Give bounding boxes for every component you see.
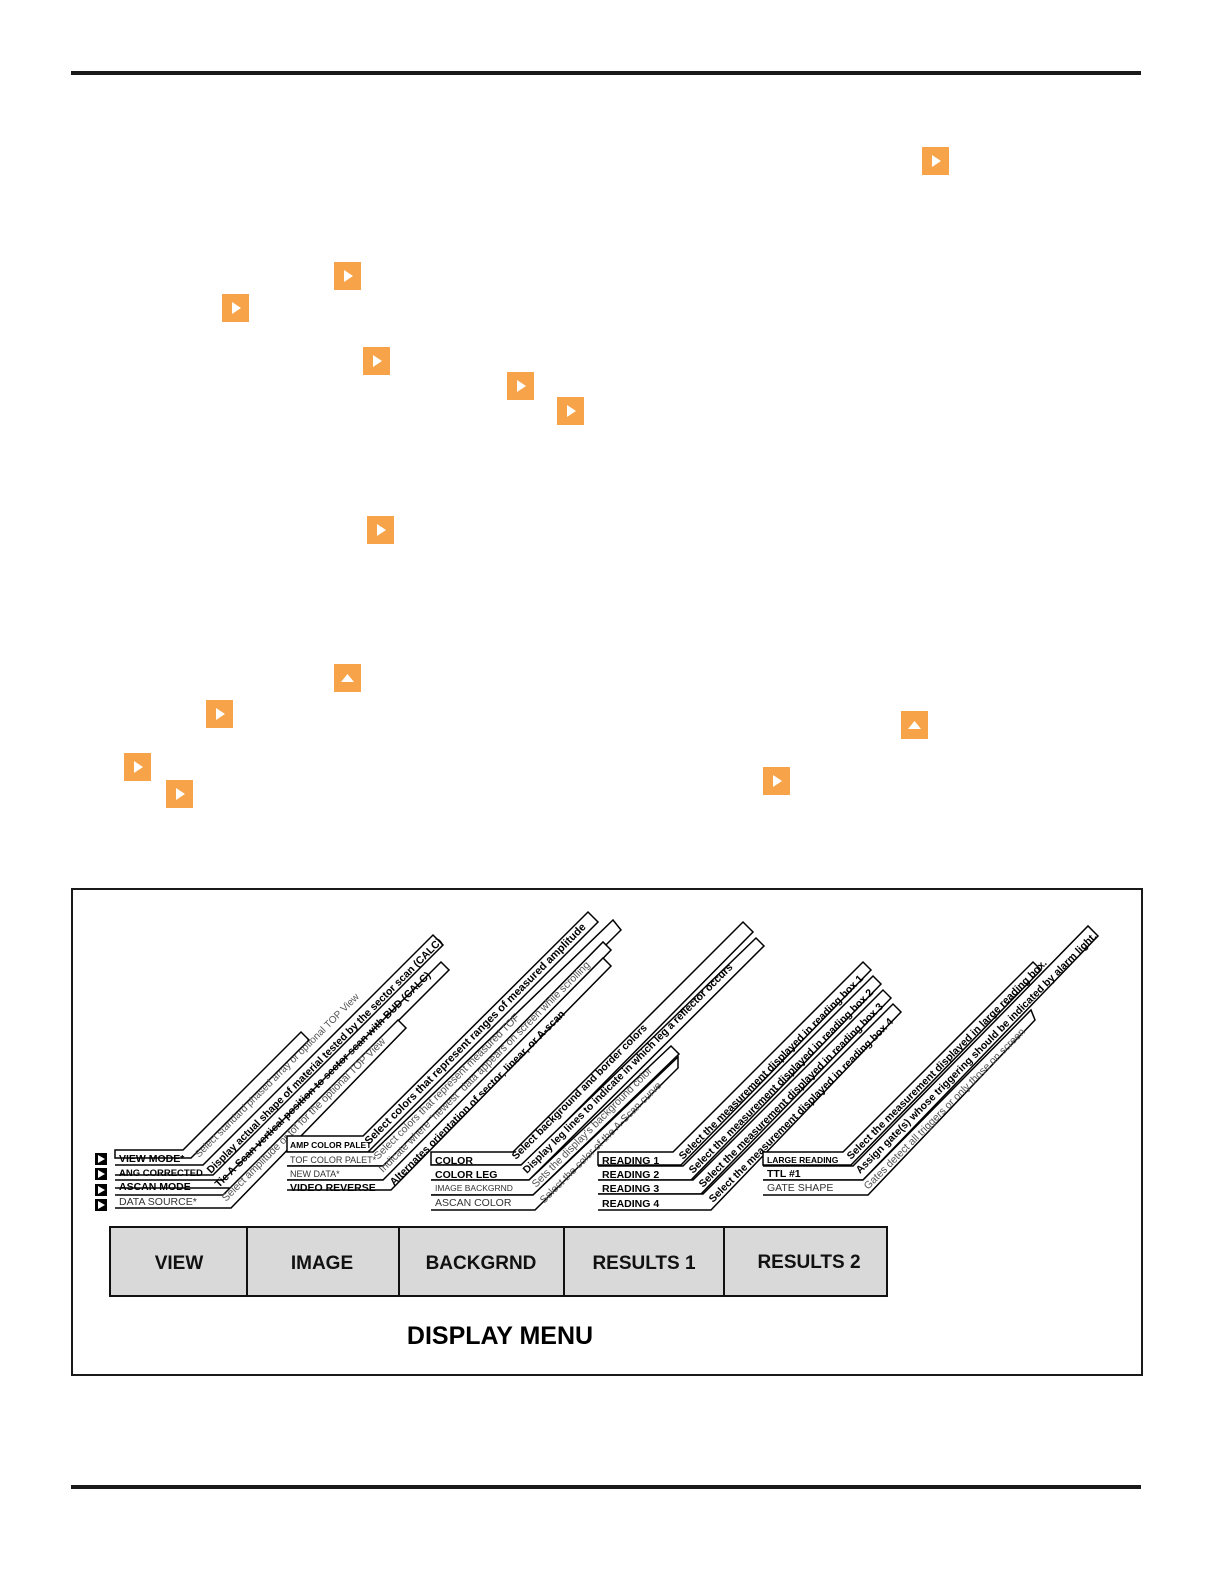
group-1-item-3: ASCAN MODE (119, 1181, 191, 1193)
display-menu-diagram: VIEW MODE* ANG CORRECTED ASCAN MODE DATA… (95, 910, 1100, 1350)
menu-tab-strip (109, 1226, 888, 1297)
play-right-icon (334, 262, 361, 290)
play-right-icon (95, 1168, 107, 1180)
figure-caption: DISPLAY MENU (407, 1322, 593, 1350)
play-right-icon (124, 753, 151, 781)
image-group (286, 910, 623, 1191)
results-2-group (762, 924, 1100, 1196)
group-3-item-4: ASCAN COLOR (435, 1197, 512, 1209)
group-1-item-4: DATA SOURCE* (119, 1196, 197, 1208)
play-right-icon (95, 1153, 107, 1165)
play-right-icon (95, 1184, 107, 1196)
tab-results-2[interactable]: RESULTS 2 (757, 1252, 860, 1273)
tab-image[interactable]: IMAGE (291, 1253, 353, 1274)
group-4-item-4: READING 4 (602, 1198, 659, 1210)
arrow-up-icon (901, 711, 928, 739)
play-right-icon (222, 294, 249, 322)
group-4-item-2: READING 2 (602, 1169, 659, 1181)
group-4-item-3: READING 3 (602, 1183, 659, 1195)
selector-icons (95, 1153, 107, 1211)
group-1-item-2: ANG CORRECTED (119, 1168, 203, 1179)
play-right-icon (363, 347, 390, 375)
group-3-item-3: IMAGE BACKGRND (435, 1183, 513, 1193)
play-right-icon (507, 372, 534, 400)
play-right-icon (206, 700, 233, 728)
group-4-item-1: READING 1 (602, 1155, 659, 1167)
group-5-item-2: TTL #1 (767, 1168, 801, 1180)
group-2-item-2: TOF COLOR PALET* (290, 1155, 377, 1165)
results-1-group (597, 960, 903, 1211)
group-5-item-3: GATE SHAPE (767, 1182, 833, 1194)
bottom-rule (71, 1485, 1141, 1489)
top-rule (71, 71, 1141, 75)
display-menu-figure: VIEW MODE* ANG CORRECTED ASCAN MODE DATA… (71, 888, 1143, 1376)
tab-backgrnd[interactable]: BACKGRND (426, 1253, 537, 1274)
arrow-up-icon (334, 664, 361, 692)
group-3-item-2: COLOR LEG (435, 1169, 497, 1181)
group-5-desc-2: Assign gate(s) whose triggering should b… (854, 930, 1100, 1176)
play-right-icon (367, 516, 394, 544)
play-right-icon (922, 147, 949, 175)
tab-view[interactable]: VIEW (155, 1253, 204, 1274)
play-right-icon (166, 780, 193, 808)
play-right-icon (763, 767, 790, 795)
play-right-icon (557, 397, 584, 425)
group-5-item-1: LARGE READING (767, 1155, 839, 1165)
view-group (114, 933, 451, 1209)
group-2-item-1: AMP COLOR PALET (290, 1140, 372, 1150)
group-1-item-1: VIEW MODE* (119, 1153, 185, 1165)
group-2-item-3: NEW DATA* (290, 1169, 340, 1179)
tab-results-1[interactable]: RESULTS 1 (592, 1253, 696, 1274)
group-2-item-4: VIDEO REVERSE (290, 1182, 376, 1194)
play-right-icon (95, 1199, 107, 1211)
group-3-item-1: COLOR (435, 1155, 473, 1167)
backgrnd-group (430, 920, 766, 1211)
